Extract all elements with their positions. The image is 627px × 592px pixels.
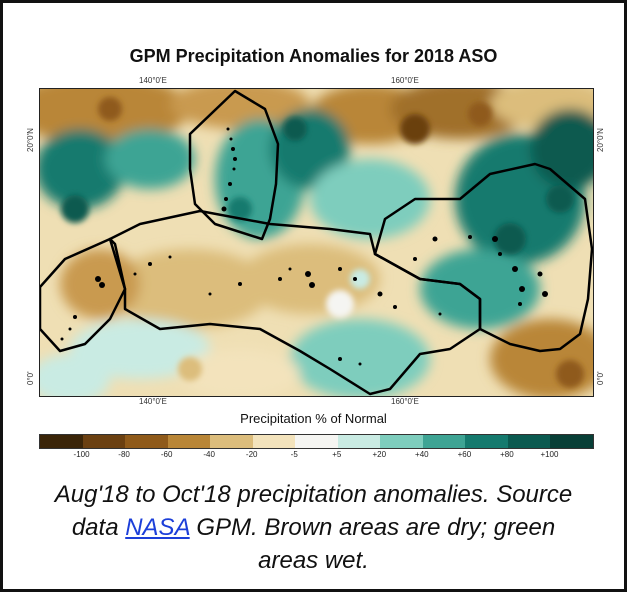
- colorbar-tick-label: -20: [245, 450, 258, 459]
- right-lat-label-0: 0°0': [596, 371, 605, 385]
- right-lat-label-20n: 20°0'N: [596, 128, 605, 152]
- colorbar-swatch: [550, 435, 593, 448]
- anomaly-map-svg: [40, 89, 593, 396]
- colorbar-swatch: [252, 435, 296, 448]
- map-title: GPM Precipitation Anomalies for 2018 ASO: [129, 46, 498, 66]
- left-lat-label-0: 0°0': [26, 371, 35, 385]
- boundary-fsm: [108, 209, 482, 396]
- colorbar-ticks: -100 -80 -60 -40 -20 -5 +5 +20 +40 +60 +80 +100: [39, 450, 592, 464]
- colorbar-tick-label: -100: [73, 450, 90, 459]
- colorbar-swatch: [210, 435, 253, 448]
- nasa-link[interactable]: NASA: [125, 514, 190, 541]
- colorbar-swatch: [465, 435, 508, 448]
- colorbar-swatch: [337, 435, 381, 448]
- boundary-marshall-islands: [373, 162, 593, 353]
- caption-line-1: Aug'18 to Oct'18 precipitation anomalies…: [54, 481, 573, 508]
- colorbar-swatch: [380, 435, 423, 448]
- colorbar: [39, 434, 594, 449]
- top-lon-label-160: 160°0'E: [391, 76, 419, 85]
- left-lat-label-20n: 20°0'N: [26, 128, 35, 152]
- colorbar-swatch: [167, 435, 211, 448]
- boundary-north-marianas: [188, 89, 280, 241]
- caption-data-prefix: data: [71, 514, 126, 541]
- colorbar-tick-label: -5: [290, 450, 298, 459]
- colorbar-swatch: [82, 435, 126, 448]
- colorbar-tick-label: -60: [160, 450, 173, 459]
- colorbar-swatch: [40, 435, 83, 448]
- colorbar-tick-label: +5: [332, 450, 342, 459]
- colorbar-swatch: [507, 435, 551, 448]
- colorbar-tick-label: +40: [415, 450, 429, 459]
- colorbar-swatch: [422, 435, 466, 448]
- colorbar-tick-label: -80: [118, 450, 130, 459]
- caption-after-link: GPM. Brown areas are dry; green: [189, 514, 556, 541]
- top-lon-label-140: 140°0'E: [139, 76, 167, 85]
- bottom-lon-label-140: 140°0'E: [139, 397, 167, 406]
- anomaly-fields: [40, 89, 593, 396]
- anomaly-details: [61, 97, 584, 388]
- islands: [60, 127, 548, 366]
- caption-line-2: data NASA GPM. Brown areas are dry; gree…: [20, 511, 607, 544]
- boundary-palau: [40, 237, 127, 353]
- colorbar-tick-label: -40: [203, 450, 215, 459]
- caption: Aug'18 to Oct'18 precipitation anomalies…: [20, 478, 607, 577]
- caption-line-3: areas wet.: [258, 547, 369, 574]
- colorbar-tick-label: +80: [500, 450, 514, 459]
- legend-title: Precipitation % of Normal: [240, 411, 387, 426]
- bottom-lon-label-160: 160°0'E: [391, 397, 419, 406]
- colorbar-swatch: [295, 435, 338, 448]
- colorbar-swatch: [125, 435, 168, 448]
- colorbar-tick-label: +100: [540, 450, 559, 459]
- colorbar-tick-label: +60: [457, 450, 472, 459]
- anomaly-map: [39, 88, 594, 397]
- colorbar-tick-label: +20: [372, 450, 387, 459]
- region-boundaries: [40, 89, 593, 396]
